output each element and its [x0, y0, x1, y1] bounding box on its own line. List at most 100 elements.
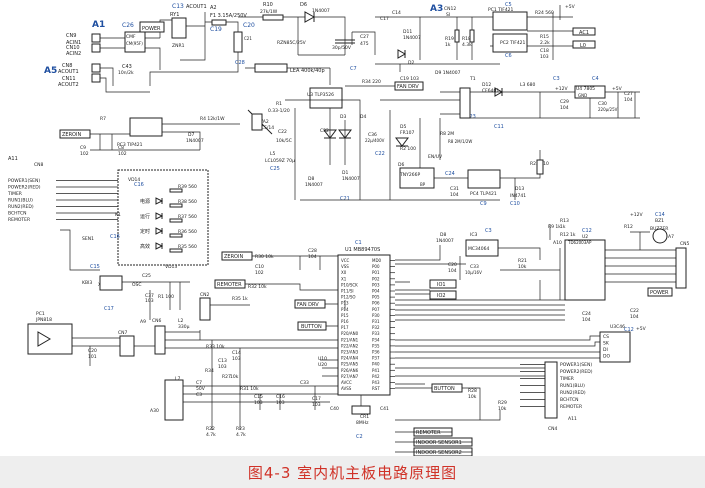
l7-label: L7 [175, 376, 181, 382]
k1-label: K1 [115, 212, 121, 218]
ref-c24: C24 [445, 171, 455, 177]
rzn-label: RZN85C/25V [277, 40, 307, 46]
d11-label: D11 [403, 29, 412, 35]
circuit-schematic: A1 A5 C26 C13 C19 C20 CN9 ACIN1 CN10 ACI… [7, 2, 690, 456]
ref-c20: C20 [243, 22, 255, 29]
mcu-pin-right-20: P43 [372, 380, 380, 385]
mcu-pin-left-21: AVSS [341, 386, 352, 391]
ry1-label: RY1 [170, 12, 179, 18]
mcu-pin-right-17: P40 [372, 362, 380, 367]
d7-label: D7 [188, 132, 194, 138]
bp-label: BP [420, 182, 426, 187]
ref-c5: C5 [505, 2, 512, 8]
r19-label: R19 [445, 36, 454, 42]
mcu-pin-right-21: RST [372, 386, 380, 391]
mcu-pin-left-2: X0 [341, 270, 347, 275]
ref-c25: C25 [270, 166, 280, 172]
led-resistor-0: R39 560 [178, 184, 197, 190]
right-signal-1: POWER2(RED) [560, 369, 593, 375]
c8-value: 102 [118, 151, 127, 157]
c9-value: 102 [80, 151, 89, 157]
c29-label: C29 [560, 99, 569, 105]
r28-label: R28 [468, 388, 477, 394]
led-diode-2 [155, 227, 164, 235]
u3c46-label: U3C46 [610, 324, 625, 330]
d12-label: D12 [482, 82, 491, 88]
mcu-pin-right-9: P30 [372, 313, 380, 318]
left-signal-6: REMOTER [8, 217, 30, 223]
led-label-1: 运行 [140, 213, 150, 220]
mc-label: MC34064 [468, 246, 489, 252]
c36-value: 22μ/400V [365, 138, 385, 143]
r18-label: R18 [462, 36, 471, 42]
eeprom-pin-1: SK [603, 341, 610, 347]
led-resistor-4: R35 560 [178, 244, 197, 250]
mcu-pin-left-15: P23/AN3 [341, 350, 359, 355]
d13-label: D13 [515, 186, 524, 192]
mcu-pin-left-11: P17 [341, 325, 349, 330]
ref-a1: A1 [92, 20, 105, 30]
led-resistor-body-4 [169, 248, 183, 253]
lea-label: LEA 400k/40p [290, 68, 325, 74]
ac1-label: AC1 [579, 30, 589, 36]
c24b-value: 104 [582, 317, 591, 323]
mcu-pin-left-0: VCC [341, 258, 350, 263]
c14c-label: C14 [232, 350, 241, 356]
ref-c13: C13 [172, 3, 184, 10]
u20-label: U20 [318, 362, 327, 368]
pc1b-label: PC1 [36, 311, 45, 317]
r12b-label: R12 [624, 224, 633, 230]
vd13-label: VD13 [165, 264, 177, 270]
mcu-pin-left-3: X1 [341, 276, 347, 281]
ref-c14: C14 [655, 212, 665, 218]
c21-tag: C21 [244, 36, 252, 41]
mcu-pin-right-0: MD0 [372, 258, 382, 263]
r10-value: 27k/1W [260, 9, 278, 15]
ref-c9: C9 [480, 201, 487, 207]
r21-value: 10k [518, 264, 527, 270]
r4-label: R4 12k/1W [200, 116, 225, 122]
d1-value: 1N4007 [342, 176, 360, 182]
mcu-pin-right-8: P07 [372, 307, 380, 312]
r30-label: R30 10k [255, 254, 274, 260]
c22b-value: 104 [630, 314, 639, 320]
r31-label: R31 10k [240, 386, 259, 392]
r28-value: 10k [468, 394, 477, 400]
cn8b-label: CN8 [34, 162, 44, 168]
mcu-remoter-label: REMOTER [217, 282, 242, 288]
ref-a5: A5 [44, 66, 57, 76]
r29-value: 10k [498, 406, 507, 412]
r27-label: R27 [222, 374, 231, 380]
c15b-label: C15 [254, 394, 263, 400]
ref-c11: C11 [494, 124, 504, 130]
c30-value: 220μ/25V [598, 107, 618, 112]
d6-tag: D6 [398, 162, 404, 168]
c37-value: 103 [145, 298, 154, 304]
d6-value: 1N4007 [312, 8, 330, 14]
r29-label: R29 [498, 400, 507, 406]
r32-label: R32 10k [248, 284, 267, 290]
driver-buzzer-block: D8 1N4007 IC3 MC34064 C3 C20 104 C33 10μ… [395, 212, 690, 363]
l0-label: L0 [580, 43, 586, 49]
gnd-label: GND [578, 93, 587, 98]
t1-label: T1 [469, 76, 476, 82]
ref-c26: C26 [122, 22, 134, 29]
c27b-value: 104 [624, 97, 633, 103]
sen1-label: SEN1 [82, 236, 94, 242]
led-diode-0 [155, 197, 164, 205]
l3-label: L3 680 [520, 82, 536, 88]
ref-c2: C2 [356, 434, 363, 440]
c16c-label: C16 [276, 394, 285, 400]
mcu-pin-right-16: P37 [372, 356, 380, 361]
ref-c16: C16 [110, 234, 120, 240]
r24-label: R24 560 [535, 10, 554, 16]
mcu-pin-right-19: P42 [372, 374, 380, 379]
mcu-pin-right-4: P03 [372, 282, 380, 287]
c17b-label: C17 [312, 396, 321, 402]
jpn-label: JPN818 [35, 317, 52, 323]
vd14-label: VD14 [128, 177, 140, 183]
c28b-label: C28 [308, 248, 317, 254]
cmf-label: CMF [126, 34, 136, 40]
cn6-label: CN6 [152, 318, 162, 324]
